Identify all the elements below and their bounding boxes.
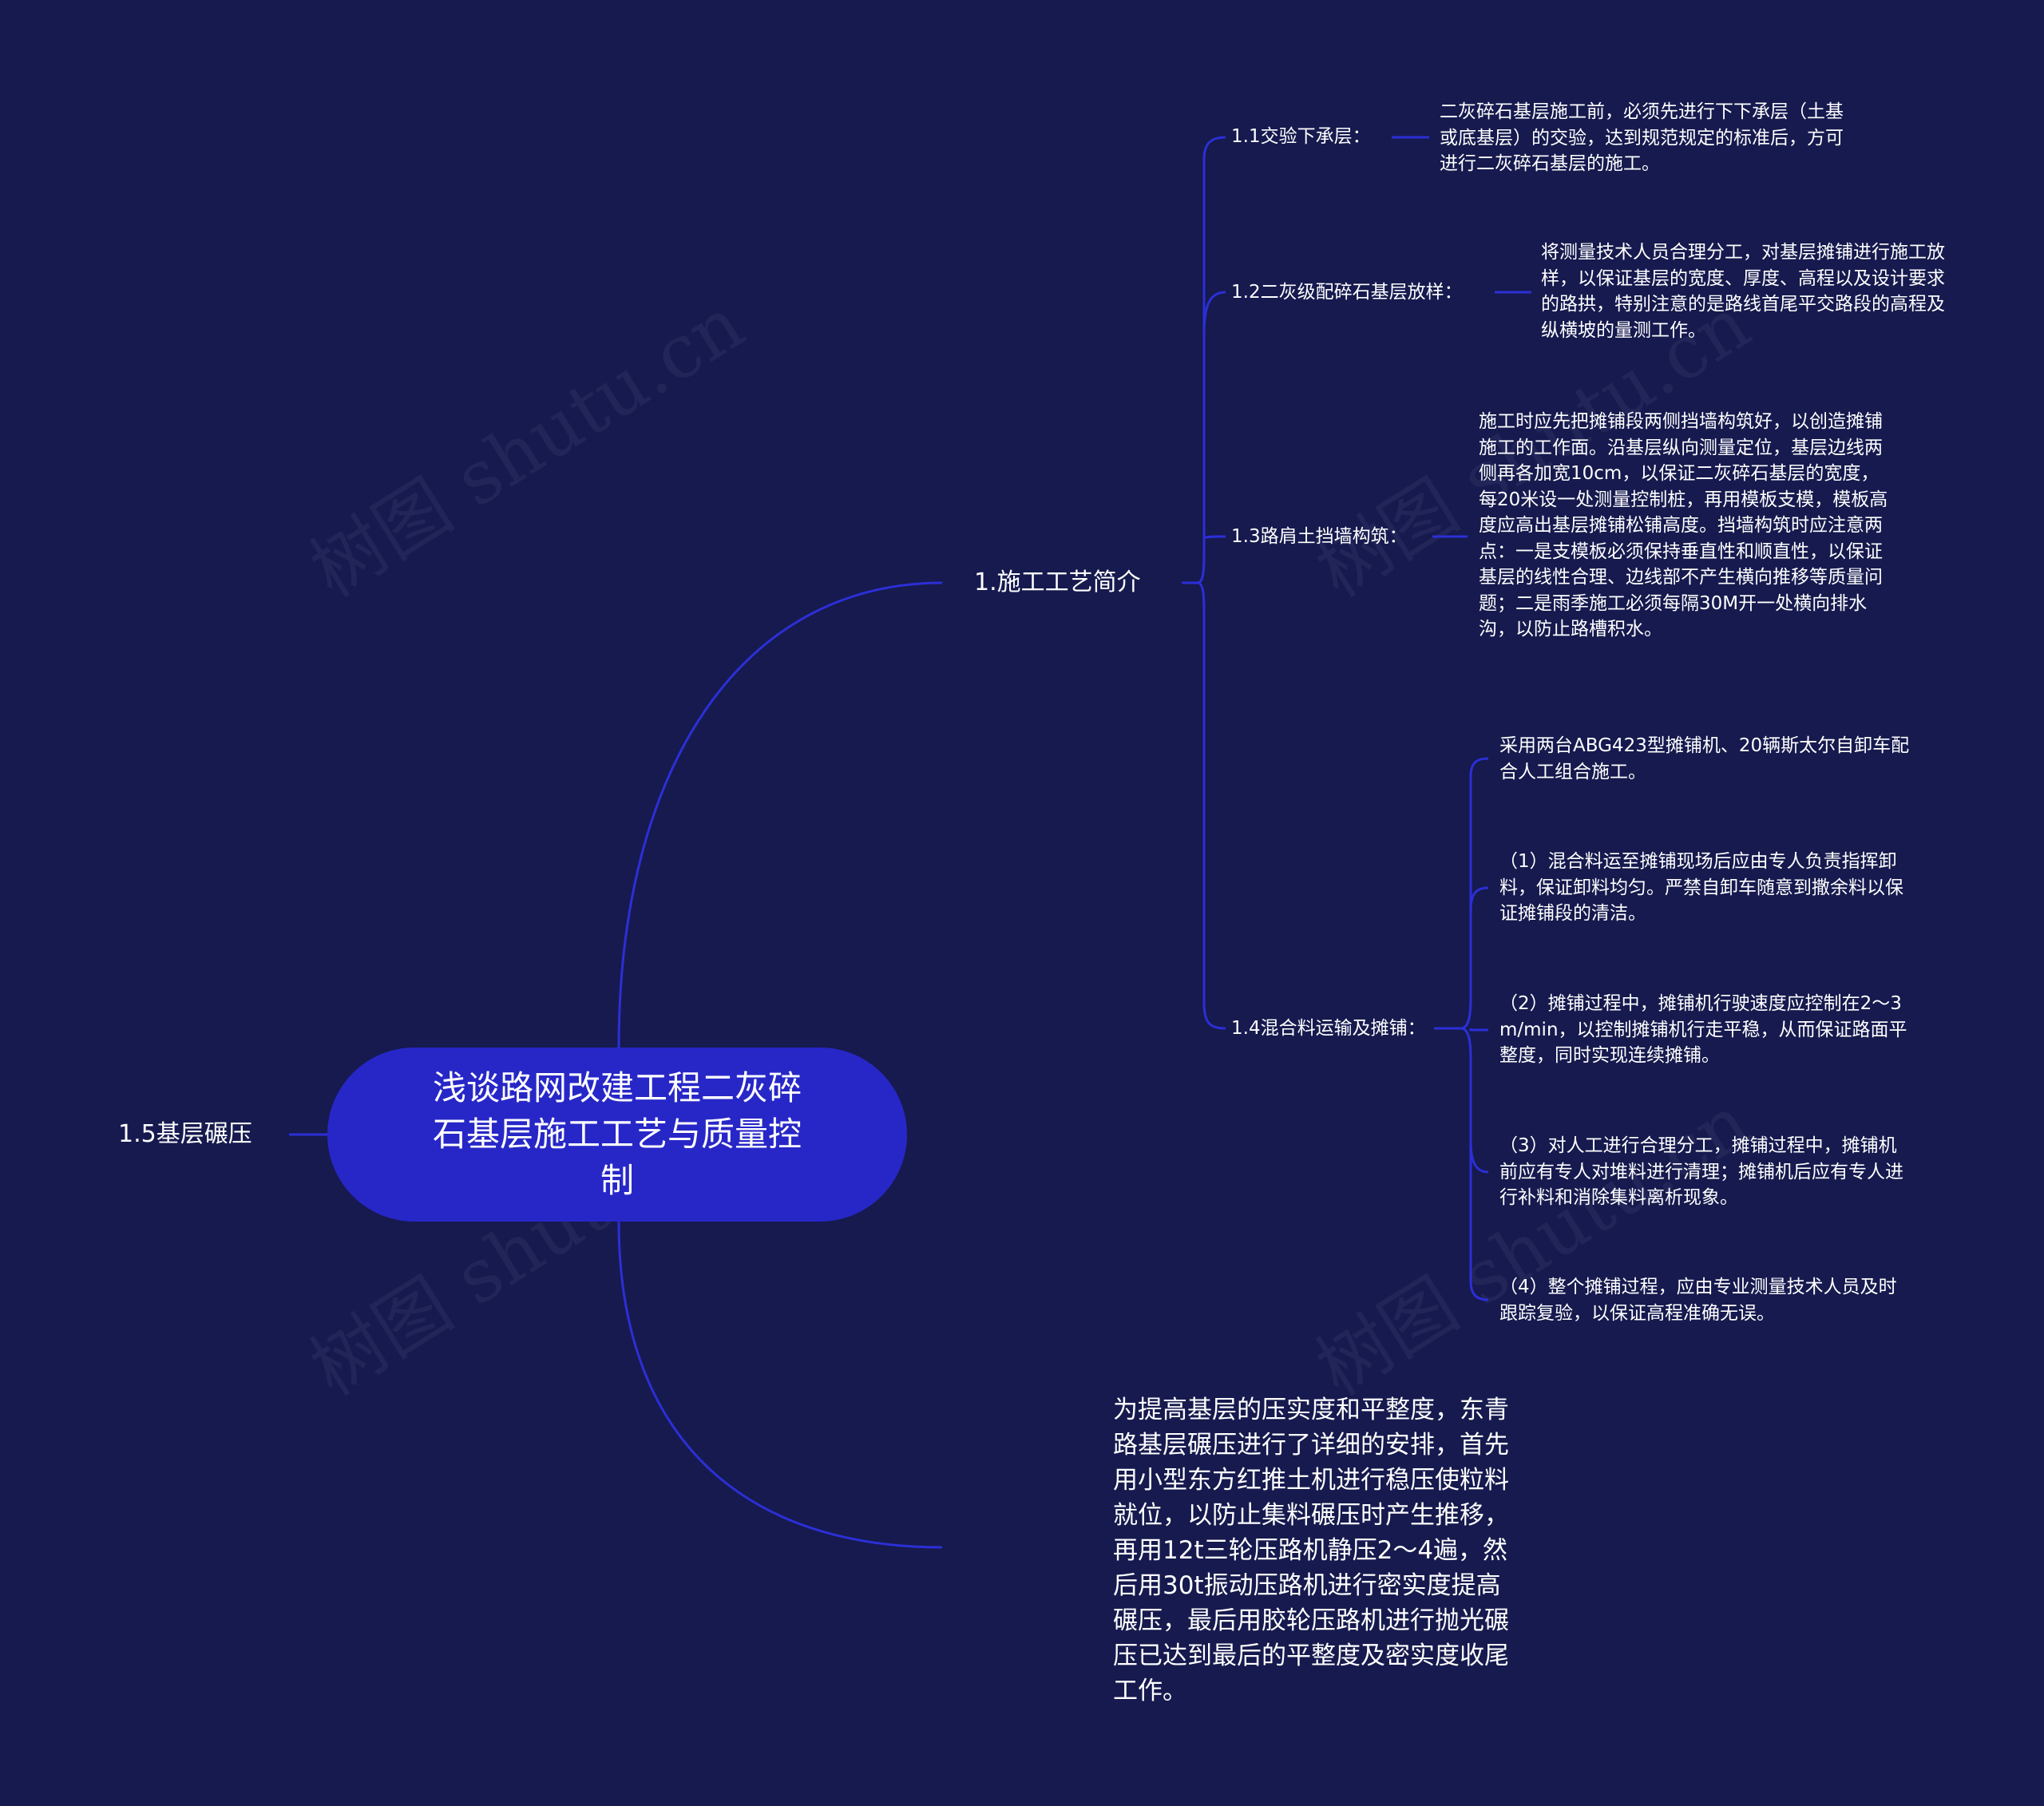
connector-1-4-to-detail-1 <box>1460 757 1489 1030</box>
connector-root-to-compaction-detail <box>617 1221 943 1549</box>
detail-1-4-5[interactable]: （4）整个摊铺过程，应由专业测量技术人员及时跟踪复验，以保证高程准确无误。 <box>1499 1277 1897 1324</box>
connector-intro-to-1-1 <box>1197 136 1226 584</box>
topic-1-4[interactable]: 1.4混合料运输及摊铺： <box>1231 1018 1426 1039</box>
connector-1-4-to-detail-4 <box>1469 1141 1489 1174</box>
detail-1-3[interactable]: 施工时应先把摊铺段两侧挡墙构筑好，以创造摊铺施工的工作面。沿基层纵向测量定位，基… <box>1479 411 1888 640</box>
branch-construction-intro[interactable]: 1.施工工艺简介 <box>974 568 1141 596</box>
branch-base-compaction[interactable]: 1.5基层碾压 <box>118 1120 252 1148</box>
detail-base-compaction[interactable]: 为提高基层的压实度和平整度，东青路基层碾压进行了详细的安排，首先用小型东方红推土… <box>1113 1396 1509 1705</box>
root-topic[interactable]: 浅谈路网改建工程二灰碎石基层施工工艺与质量控制 <box>327 1048 907 1222</box>
detail-1-4-1[interactable]: 采用两台ABG423型摊铺机、20辆斯太尔自卸车配合人工组合施工。 <box>1499 735 1910 782</box>
detail-1-2[interactable]: 将测量技术人员合理分工，对基层摊铺进行施工放样，以保证基层的宽度、厚度、高程以及… <box>1541 242 1945 341</box>
root-topic-label: 浅谈路网改建工程二灰碎石基层施工工艺与质量控制 <box>432 1068 802 1200</box>
connector-1-4-to-detail-5 <box>1460 1027 1489 1301</box>
connector-root-to-construction-intro <box>617 581 943 1048</box>
connector-1-4-to-detail-2 <box>1469 886 1489 911</box>
detail-1-4-2[interactable]: （1）混合料运至摊铺现场后应由专人负责指挥卸料，保证卸料均匀。严禁自卸车随意到撒… <box>1499 851 1903 924</box>
detail-1-1[interactable]: 二灰碎石基层施工前，必须先进行下下承层（土基或底基层）的交验，达到规范规定的标准… <box>1440 101 1844 174</box>
connector-1-4-to-detail-3 <box>1469 1028 1488 1032</box>
topic-1-3[interactable]: 1.3路肩土挡墙构筑： <box>1231 526 1408 547</box>
detail-1-4-3[interactable]: （2）摊铺过程中，摊铺机行驶速度应控制在2～3m/min，以控制摊铺机行走平稳，… <box>1499 993 1907 1066</box>
topic-1-2[interactable]: 1.2二灰级配碎石基层放样： <box>1231 282 1463 303</box>
connector-intro-to-1-3 <box>1202 535 1226 540</box>
connector-intro-to-1-4 <box>1197 581 1226 1030</box>
connector-intro-to-1-2 <box>1202 291 1226 336</box>
topic-1-1[interactable]: 1.1交验下承层： <box>1231 126 1371 147</box>
detail-1-4-4[interactable]: （3）对人工进行合理分工，摊铺过程中，摊铺机前应有专人对堆料进行清理；摊铺机后应… <box>1499 1135 1903 1208</box>
